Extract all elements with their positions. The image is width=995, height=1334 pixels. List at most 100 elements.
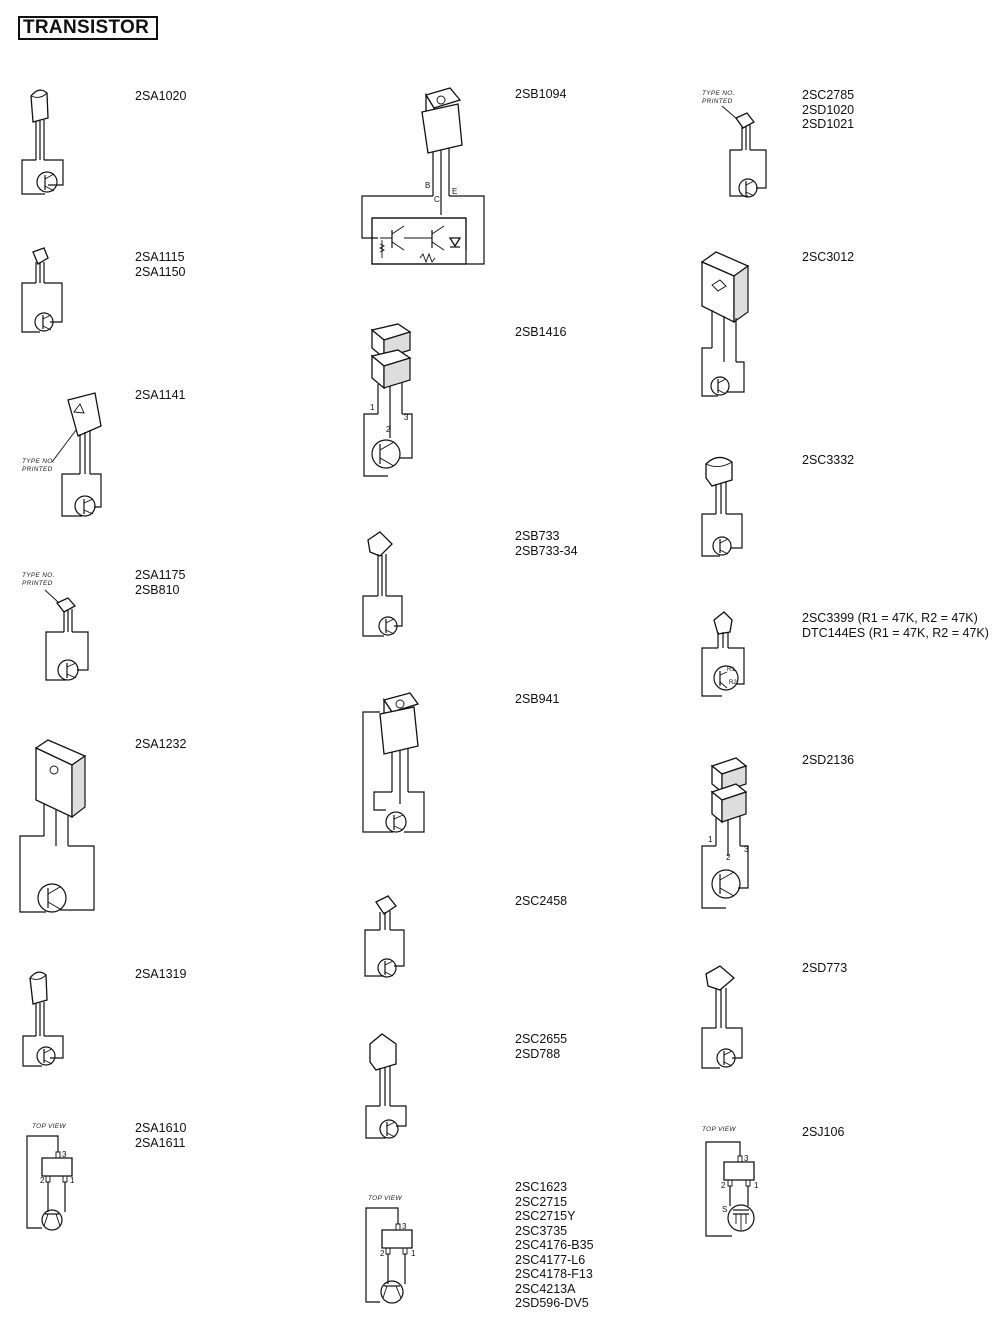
part-label-group: 2SC2655 2SD788 (515, 1032, 567, 1061)
svg-text:2: 2 (726, 853, 731, 862)
transistor-package-drawing: 1 2 3 (702, 758, 749, 908)
part-label-group: 2SC3332 (802, 453, 854, 468)
top-view-note: TOP VIEW (702, 1126, 736, 1133)
svg-text:1: 1 (411, 1249, 416, 1258)
part-number: 2SA1610 (135, 1121, 187, 1135)
svg-text:C: C (434, 195, 440, 204)
part-number: DTC144ES (R1 = 47K, R2 = 47K) (802, 625, 989, 640)
digital-transistor-drawing: R1 R2 (702, 612, 744, 696)
page-title: TRANSISTOR (18, 16, 158, 40)
smd-package-drawing: 3 2 1 (366, 1208, 416, 1303)
part-number: 2SA1141 (135, 388, 186, 402)
part-label-group: 2SA1232 (135, 737, 186, 752)
part-label-group: 2SB1094 (515, 87, 566, 102)
part-number: 2SA1020 (135, 89, 187, 103)
svg-text:3: 3 (744, 845, 749, 854)
part-number: 2SA1611 (135, 1135, 186, 1150)
part-number: 2SC2715Y (515, 1209, 576, 1223)
part-label-group: 2SA1319 (135, 967, 186, 982)
svg-text:2: 2 (721, 1181, 726, 1190)
type-no-printed-note: TYPE NO. PRINTED (22, 458, 55, 473)
svg-text:R1: R1 (727, 667, 735, 673)
part-number: 2SD788 (515, 1046, 561, 1061)
transistor-package-drawing (702, 966, 742, 1068)
part-number: 2SC3735 (515, 1223, 568, 1238)
part-number: 2SC3332 (802, 453, 855, 467)
part-label-group: 2SJ106 (802, 1125, 844, 1140)
part-number: 2SB733 (515, 529, 560, 543)
transistor-package-drawing: 1 2 3 (364, 324, 412, 476)
smd-fet-package-drawing: 3 2 1 S (706, 1142, 759, 1236)
part-number: 2SB1094 (515, 87, 567, 101)
svg-text:2: 2 (40, 1176, 45, 1185)
part-label-group: 2SC2458 (515, 894, 567, 909)
svg-text:1: 1 (708, 835, 713, 844)
part-label-group: 2SA1175 2SB810 (135, 568, 186, 597)
part-number: 2SB810 (135, 582, 180, 597)
part-number: 2SB941 (515, 692, 560, 706)
part-label-group: 2SD773 (802, 961, 847, 976)
part-number: 2SC2458 (515, 894, 568, 908)
smd-package-drawing: 3 2 1 (27, 1136, 75, 1230)
svg-text:1: 1 (70, 1176, 75, 1185)
part-label-group: 2SA1141 (135, 388, 186, 403)
part-number: 2SJ106 (802, 1125, 845, 1139)
to92-package-drawing (23, 972, 63, 1066)
part-number: 2SC4176-B35 (515, 1238, 594, 1252)
transistor-package-drawing (365, 896, 404, 977)
part-number: 2SC4213A (515, 1281, 576, 1296)
top-view-note: TOP VIEW (32, 1123, 66, 1130)
to92-package-drawing (366, 1034, 406, 1138)
part-label-group: 2SC3399 (R1 = 47K, R2 = 47K) DTC144ES (R… (802, 611, 989, 640)
svg-text:1: 1 (754, 1181, 759, 1190)
svg-text:1: 1 (370, 403, 375, 412)
part-label-group: 2SD2136 (802, 753, 854, 768)
type-no-printed-note: TYPE NO. PRINTED (702, 90, 735, 105)
part-label-group: 2SB941 (515, 692, 559, 707)
transistor-package-drawing (363, 693, 424, 832)
part-label-group: 2SA1020 (135, 89, 186, 104)
part-number: 2SB1416 (515, 325, 567, 339)
part-number: 2SC1623 (515, 1180, 568, 1194)
svg-text:B: B (425, 181, 430, 190)
svg-text:R2: R2 (729, 680, 737, 686)
part-number: 2SA1175 (135, 568, 186, 582)
part-number: 2SC3399 (R1 = 47K, R2 = 47K) (802, 611, 978, 625)
to92-package-drawing (22, 90, 63, 194)
part-label-group: 2SB733 2SB733-34 (515, 529, 578, 558)
part-label-group: 2SA1115 2SA1150 (135, 250, 186, 279)
top-view-note: TOP VIEW (368, 1195, 402, 1202)
part-label-group: 2SB1416 (515, 325, 566, 340)
part-number: 2SC2785 (802, 88, 855, 102)
power-transistor-package-drawing (20, 740, 94, 912)
part-number: 2SD1020 (802, 102, 855, 117)
part-number: 2SD1021 (802, 117, 855, 131)
transistor-package-drawing (363, 532, 402, 636)
svg-text:2: 2 (386, 425, 391, 434)
type-no-printed-note: TYPE NO. PRINTED (22, 572, 55, 587)
part-number: 2SC2655 (515, 1032, 568, 1046)
to92-package-drawing (702, 457, 742, 556)
part-number: 2SD773 (802, 961, 848, 975)
svg-text:3: 3 (62, 1150, 67, 1159)
svg-text:2: 2 (380, 1249, 385, 1258)
transistor-package-drawing (45, 590, 88, 680)
part-number: 2SD596-DV5 (515, 1296, 589, 1310)
svg-text:3: 3 (402, 1222, 407, 1231)
transistor-package-drawing (52, 393, 101, 516)
part-number: 2SA1319 (135, 967, 187, 981)
part-number: 2SC2715 (515, 1194, 568, 1209)
part-label-group: 2SC3012 (802, 250, 854, 265)
part-number: 2SA1115 (135, 250, 185, 264)
svg-text:3: 3 (744, 1154, 749, 1163)
svg-text:S: S (722, 1205, 727, 1214)
part-number: 2SC4177-L6 (515, 1252, 586, 1267)
darlington-transistor-drawing: B C E (362, 88, 484, 264)
part-label-group: 2SC2785 2SD1020 2SD1021 (802, 88, 854, 132)
part-number: 2SA1232 (135, 737, 187, 751)
part-number: 2SA1150 (135, 264, 186, 279)
part-number: 2SC4178-F13 (515, 1267, 593, 1281)
part-number: 2SD2136 (802, 753, 855, 767)
part-number: 2SB733-34 (515, 543, 578, 558)
